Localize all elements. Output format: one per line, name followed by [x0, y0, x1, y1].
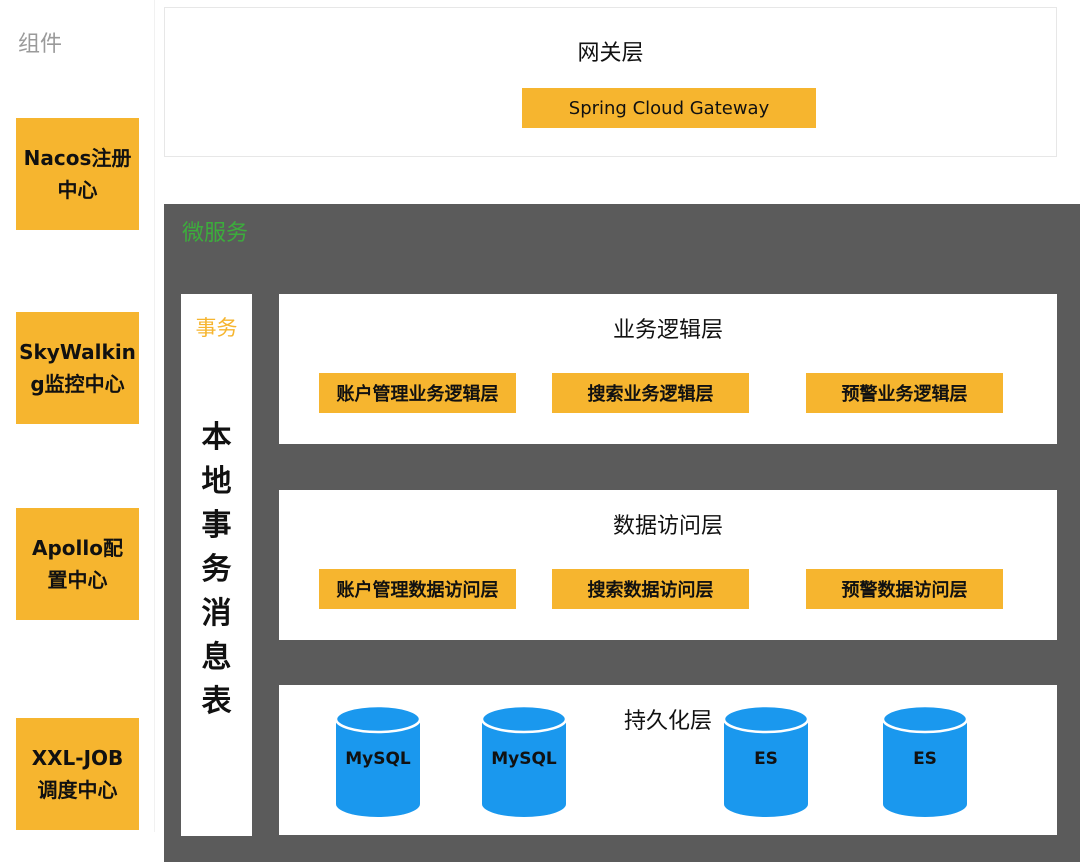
local-transaction-table: 本 地 事 务 消 息 表	[201, 420, 232, 719]
gateway-title: 网关层	[577, 41, 644, 66]
gateway-node: Spring Cloud Gateway	[522, 88, 816, 128]
database-mysql-2: MySQL	[481, 705, 567, 818]
data-access-title: 数据访问层	[612, 514, 723, 539]
data-access-layer: 数据访问层 账户管理数据访问层 搜索数据访问层 预警数据访问层	[279, 490, 1057, 640]
component-skywalking: SkyWalkin g监控中心	[16, 312, 139, 424]
database-mysql-1: MySQL	[335, 705, 421, 818]
database-label: ES	[754, 749, 778, 769]
database-label: MySQL	[491, 749, 557, 769]
account-business-node: 账户管理业务逻辑层	[319, 373, 516, 413]
business-logic-layer: 业务逻辑层 账户管理业务逻辑层 搜索业务逻辑层 预警业务逻辑层	[279, 294, 1057, 444]
persistence-layer: 持久化层 MySQL MySQL ES	[279, 685, 1057, 835]
business-logic-title: 业务逻辑层	[612, 318, 723, 343]
components-title: 组件	[18, 32, 63, 57]
database-cylinder-icon	[335, 705, 421, 817]
transaction-column: 事务 本 地 事 务 消 息 表	[181, 294, 252, 836]
gateway-layer: 网关层 Spring Cloud Gateway	[164, 7, 1057, 157]
component-xxl-job: XXL-JOB 调度中心	[16, 718, 139, 830]
component-apollo: Apollo配 置中心	[16, 508, 139, 620]
microservices-label: 微服务	[182, 221, 249, 246]
alert-data-node: 预警数据访问层	[806, 569, 1003, 609]
search-data-node: 搜索数据访问层	[552, 569, 749, 609]
components-column: 组件 Nacos注册 中心 SkyWalkin g监控中心 Apollo配 置中…	[0, 0, 155, 832]
account-data-node: 账户管理数据访问层	[319, 569, 516, 609]
database-label: MySQL	[345, 749, 411, 769]
search-business-node: 搜索业务逻辑层	[552, 373, 749, 413]
database-es-1: ES	[723, 705, 809, 818]
alert-business-node: 预警业务逻辑层	[806, 373, 1003, 413]
database-es-2: ES	[882, 705, 968, 818]
database-cylinder-icon	[882, 705, 968, 817]
component-nacos: Nacos注册 中心	[16, 118, 139, 230]
database-cylinder-icon	[481, 705, 567, 817]
database-cylinder-icon	[723, 705, 809, 817]
database-label: ES	[913, 749, 937, 769]
persistence-title: 持久化层	[623, 709, 712, 734]
microservices-container: 微服务 事务 本 地 事 务 消 息 表 业务逻辑层 账户管理业务逻辑层 搜索业…	[164, 204, 1080, 862]
transaction-label: 事务	[195, 316, 238, 340]
